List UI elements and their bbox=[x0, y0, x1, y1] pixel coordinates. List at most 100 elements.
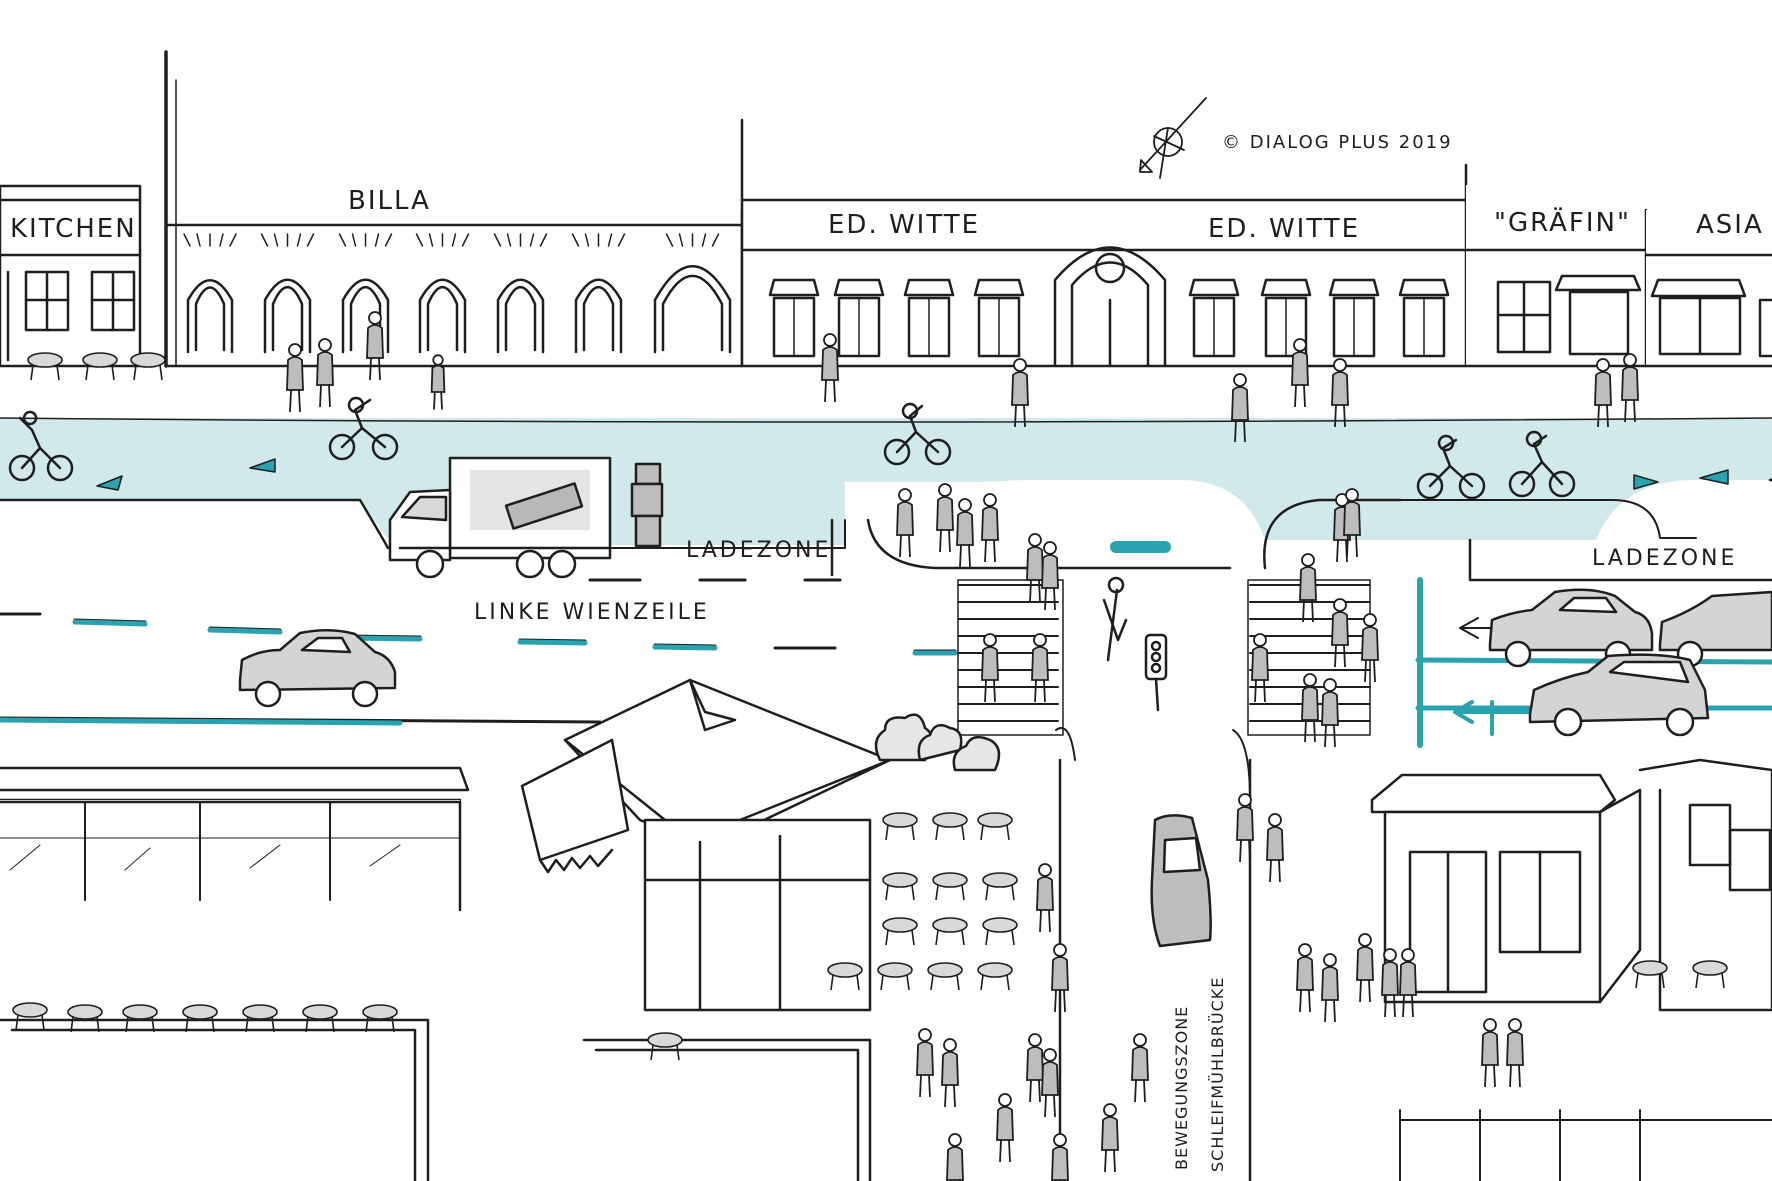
cyclist-3 bbox=[883, 402, 952, 466]
shop-sign-ed-witte-left: ED. WITTE bbox=[828, 210, 981, 240]
pedestrian bbox=[1131, 1033, 1149, 1103]
pedestrian bbox=[366, 311, 384, 381]
pedestrian bbox=[1481, 1018, 1499, 1088]
pedestrian bbox=[1036, 863, 1054, 933]
street-name-label: LINKE WIENZEILE bbox=[474, 600, 710, 625]
traffic-light-icon bbox=[1144, 633, 1168, 712]
pavilion-right bbox=[1370, 773, 1642, 1004]
awning-window bbox=[1188, 278, 1240, 358]
shop-sign-asia: ASIA bbox=[1696, 210, 1764, 240]
pedestrian bbox=[1041, 541, 1059, 611]
pedestrian bbox=[946, 1133, 964, 1181]
kiosk bbox=[520, 678, 892, 1181]
pedestrian bbox=[996, 1093, 1014, 1163]
car-right-edge bbox=[1658, 590, 1772, 668]
cafe-table bbox=[877, 962, 913, 991]
pedestrian bbox=[936, 483, 954, 553]
pedestrian bbox=[1356, 933, 1374, 1003]
pedestrian bbox=[1291, 338, 1309, 408]
cafe-table bbox=[982, 872, 1018, 901]
pedestrian bbox=[1236, 793, 1254, 863]
cafe-table bbox=[647, 1032, 683, 1061]
cafe-table bbox=[122, 1004, 158, 1033]
cafe-table bbox=[67, 1004, 103, 1033]
cafe-table bbox=[1632, 960, 1668, 989]
car-left bbox=[238, 629, 397, 708]
pedestrian bbox=[1011, 358, 1029, 428]
arrow-icon bbox=[1453, 700, 1532, 736]
pedestrian bbox=[1231, 373, 1249, 443]
bike-lane bbox=[0, 418, 1772, 545]
pedestrian bbox=[1506, 1018, 1524, 1088]
cafe-table bbox=[302, 1004, 338, 1033]
arched-window bbox=[183, 233, 237, 354]
pavilion-left bbox=[0, 766, 470, 1181]
trees bbox=[874, 713, 1001, 772]
pedestrian bbox=[821, 333, 839, 403]
pedestrian bbox=[941, 1038, 959, 1108]
cafe-table bbox=[82, 352, 118, 381]
arched-window bbox=[571, 233, 626, 354]
pedestrian bbox=[1041, 1048, 1059, 1118]
delivery-truck bbox=[388, 456, 664, 579]
pedestrian bbox=[1621, 353, 1639, 423]
pedestrian bbox=[1266, 813, 1284, 883]
arched-window bbox=[260, 233, 315, 354]
pedestrian bbox=[1361, 613, 1379, 683]
awning-window bbox=[1398, 278, 1450, 358]
cafe-table bbox=[882, 872, 918, 901]
zone-label-line1: BEWEGUNGSZONE bbox=[1172, 1005, 1191, 1170]
pedestrian bbox=[316, 338, 334, 408]
pedestrian bbox=[956, 498, 974, 568]
awning-window bbox=[833, 278, 885, 358]
cyclist-1 bbox=[8, 410, 74, 482]
arrow-icon bbox=[96, 475, 123, 491]
cafe-table bbox=[1692, 960, 1728, 989]
pedestrian bbox=[1051, 1133, 1069, 1181]
pedestrian bbox=[981, 493, 999, 563]
cyclist-2 bbox=[328, 396, 399, 461]
pedestrian bbox=[1026, 1033, 1044, 1103]
awning-window bbox=[768, 278, 820, 358]
building-asia bbox=[1644, 210, 1772, 368]
building-billa bbox=[164, 50, 744, 368]
cafe-table bbox=[932, 812, 968, 841]
cafe-table bbox=[242, 1004, 278, 1033]
arched-window bbox=[493, 233, 548, 354]
cyclist-4 bbox=[1416, 434, 1486, 500]
shop-sign-ed-witte-right: ED. WITTE bbox=[1208, 214, 1361, 244]
shop-sign-kitchen: KITCHEN bbox=[10, 214, 137, 244]
cafe-table bbox=[977, 962, 1013, 991]
arched-window bbox=[415, 233, 470, 354]
cafe-table bbox=[182, 1004, 218, 1033]
pedestrian bbox=[286, 343, 304, 413]
pedestrian bbox=[1301, 673, 1319, 743]
cafe-table bbox=[27, 352, 63, 381]
pedestrian bbox=[1051, 943, 1069, 1013]
loading-zone-label-left: LADEZONE bbox=[686, 538, 832, 563]
pedestrian bbox=[430, 354, 446, 410]
car-right-bottom bbox=[1528, 653, 1710, 737]
pedestrian bbox=[1321, 953, 1339, 1023]
cafe-table bbox=[827, 962, 863, 991]
pedestrian bbox=[1321, 678, 1339, 748]
cafe-table bbox=[12, 1002, 48, 1031]
shop-sign-billa: BILLA bbox=[348, 186, 431, 216]
pedestrian bbox=[1031, 633, 1049, 703]
direction-arrows bbox=[96, 458, 1729, 491]
zone-label-line2: SCHLEIFMÜHLBRÜCKE bbox=[1208, 976, 1227, 1172]
cafe-table bbox=[982, 917, 1018, 946]
shop-sign-graefin: "GRÄFIN" bbox=[1494, 208, 1631, 238]
pedestrian bbox=[1331, 598, 1349, 668]
awning-window bbox=[973, 278, 1025, 358]
pedestrian bbox=[916, 1028, 934, 1098]
awning-window bbox=[903, 278, 955, 358]
cafe-table bbox=[932, 917, 968, 946]
awning-window bbox=[1260, 278, 1312, 358]
pedestrian bbox=[1399, 948, 1417, 1018]
pedestrian bbox=[1299, 553, 1317, 623]
arrow-icon bbox=[249, 458, 276, 473]
arched-window bbox=[653, 233, 732, 354]
cafe-table bbox=[977, 812, 1013, 841]
